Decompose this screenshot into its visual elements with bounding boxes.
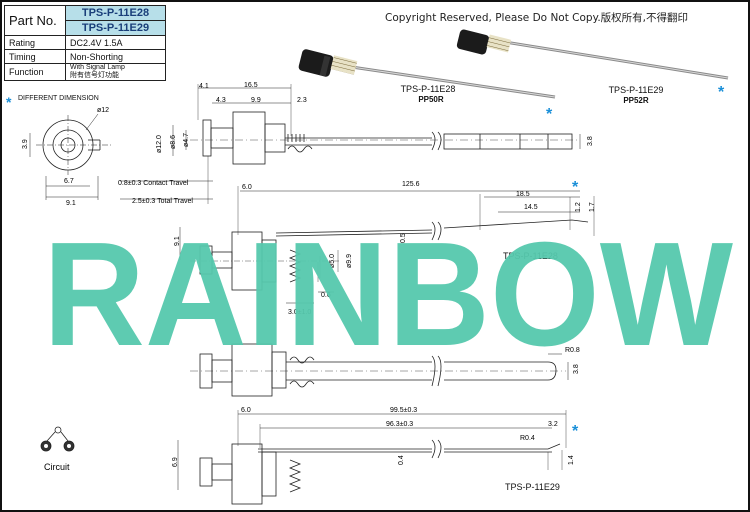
side1-dim-11: 0.6 [321, 292, 331, 299]
front-width-label-1: 6.7 [64, 178, 74, 185]
function-value: With Signal Lamp 附有信号灯功能 [65, 63, 166, 81]
top-dim-2: 16.5 [244, 82, 258, 89]
side2-dim-8: 1.4 [568, 455, 575, 465]
top-dim-4: 9.9 [251, 97, 261, 104]
side1-dim-5: 1.2 [575, 202, 582, 212]
spec-table: Part No. TPS-P-11E28 TPS-P-11E29 Rating … [4, 5, 166, 81]
different-dimension-label: DIFFERENT DIMENSION [18, 95, 99, 102]
asterisk-marker: * [572, 423, 579, 440]
side1-dim-1: 6.0 [242, 184, 252, 191]
circuit-label: Circuit [44, 462, 70, 472]
top-view [120, 84, 581, 204]
side2-dim-1: 6.0 [241, 407, 251, 414]
side1-dim-7: 0.5 [400, 233, 407, 243]
top-dim-5: 2.3 [297, 97, 307, 104]
side1-dim-4: 14.5 [524, 204, 538, 211]
front-height-label: 3.9 [22, 139, 29, 149]
side-view-e28 [179, 186, 595, 304]
function-label: Function [4, 63, 66, 81]
side1-dim-3: 18.5 [516, 191, 530, 198]
function-value-en: With Signal Lamp [70, 64, 125, 71]
asterisk-marker: * [6, 94, 12, 110]
total-travel-label: 2.5±0.3 Total Travel [132, 198, 193, 205]
side1-dim-2: 125.6 [402, 181, 420, 188]
side2-dim-2: 99.5±0.3 [390, 407, 417, 414]
contact-travel-label: 0.8±0.3 Contact Travel [118, 180, 189, 187]
side1-dim-12: 3.0±1.0 [288, 309, 311, 316]
product-photo-tps-p-11e28 [298, 49, 556, 99]
function-value-cn: 附有信号灯功能 [70, 72, 119, 79]
side1-dim-10: ø9.9 [346, 254, 353, 268]
side1-model-label: TPS-P-11E28 [503, 251, 558, 261]
photo-label-model-1: TPS-P-11E28 [401, 84, 456, 94]
view-3 [190, 343, 569, 397]
view3-tip: 3.8 [573, 364, 580, 374]
photo-label-plug-1: PP50R [418, 95, 444, 104]
product-photo-tps-p-11e29 [456, 29, 729, 80]
copyright-notice: Copyright Reserved, Please Do Not Copy.版… [385, 12, 688, 24]
circuit-symbol [40, 426, 75, 452]
side1-dim-9: ø5.0 [329, 254, 336, 268]
side1-dim-6: 1.7 [589, 202, 596, 212]
side2-model-label: TPS-P-11E29 [505, 482, 560, 492]
side-view-e29 [177, 410, 567, 505]
top-tip-dim: 3.8 [587, 136, 594, 146]
top-dim-left-1: ø12.0 [156, 135, 163, 153]
top-dim-3: 4.3 [216, 97, 226, 104]
side2-dim-4: 3.2 [548, 421, 558, 428]
front-dia-label: ø12 [97, 107, 109, 114]
asterisk-marker: * [546, 106, 553, 123]
asterisk-marker: * [718, 84, 725, 101]
top-dim-left-2: ø8.6 [170, 135, 177, 149]
rainbow-watermark: RAINBOW [43, 212, 733, 377]
side2-dim-6: 6.9 [172, 457, 179, 467]
top-dim-1: 4.1 [199, 83, 209, 90]
side2-dim-5: R0.4 [520, 435, 535, 442]
top-dim-left-3: ø4.7 [183, 133, 190, 147]
side2-dim-7: 0.4 [398, 455, 405, 465]
photo-label-model-2: TPS-P-11E29 [609, 85, 664, 95]
side1-dim-8: 9.1 [174, 236, 181, 246]
front-width-label-2: 9.1 [66, 200, 76, 207]
front-view [29, 113, 112, 200]
photo-label-plug-2: PP52R [623, 96, 649, 105]
view3-radius: R0.8 [565, 347, 580, 354]
part-number-2: TPS-P-11E29 [65, 20, 166, 36]
side2-dim-3: 96.3±0.3 [386, 421, 413, 428]
asterisk-marker: * [572, 179, 579, 196]
